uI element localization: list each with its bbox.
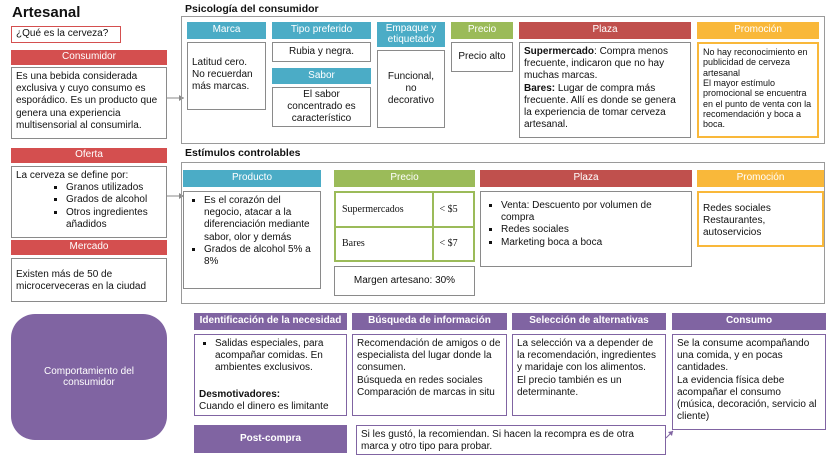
consumo-text-1: Se la consume acompañando una comida, y … bbox=[677, 338, 810, 374]
psicologia-frame bbox=[181, 16, 825, 144]
promocion-estimulos-header: Promoción bbox=[697, 170, 824, 187]
oferta-list: Granos utilizados Grados de alcohol Otro… bbox=[16, 182, 162, 231]
busqueda-box: Recomendación de amigos o de especialist… bbox=[352, 334, 507, 416]
consumidor-header: Consumidor bbox=[11, 50, 167, 65]
desmotivadores-text: Cuando el dinero es limitante bbox=[199, 400, 329, 412]
postcompra-text: Si les gustó, la recomiendan. Si hacen l… bbox=[356, 425, 666, 455]
table-row: Bares < $7 bbox=[334, 225, 476, 262]
estimulos-frame bbox=[181, 162, 825, 304]
oferta-box: La cerveza se define por: Granos utiliza… bbox=[11, 166, 167, 238]
busqueda-text-2: Búsqueda en redes sociales bbox=[357, 374, 483, 386]
producto-header: Producto bbox=[183, 170, 321, 187]
marca-text: Latitud cero. No recuerdan más marcas. bbox=[187, 42, 266, 110]
comportamiento-box: Comportamiento del consumidor bbox=[11, 314, 167, 440]
precio-header: Precio bbox=[451, 22, 513, 39]
consumo-header: Consumo bbox=[672, 313, 826, 330]
supermercado-text: : Compra menos frecuente, indicaron que … bbox=[524, 46, 668, 82]
consumo-text-2: La evidencia física debe acompañar el co… bbox=[677, 374, 817, 423]
tipo-header: Tipo preferido bbox=[272, 22, 371, 39]
mercado-text: Existen más de 50 de microcerveceras en … bbox=[11, 258, 167, 302]
table-row: Supermercados < $5 bbox=[334, 191, 476, 228]
busqueda-header: Búsqueda de información bbox=[352, 313, 507, 330]
list-item: Salidas especiales, para acompañar comid… bbox=[215, 338, 342, 375]
identificacion-list: Salidas especiales, para acompañar comid… bbox=[199, 338, 342, 375]
question-box: ¿Qué es la cerveza? bbox=[11, 26, 121, 43]
plaza-header: Plaza bbox=[519, 22, 691, 39]
list-item: Redes sociales bbox=[501, 224, 687, 236]
list-item: Otros ingredientes añadidos bbox=[66, 207, 162, 231]
precio-table: Supermercados < $5 Bares < $7 bbox=[334, 191, 476, 262]
oferta-intro: La cerveza se define por: bbox=[16, 170, 129, 181]
precio-row-label: Supermercados bbox=[334, 191, 434, 228]
precio-row-label: Bares bbox=[334, 225, 434, 262]
precio-text: Precio alto bbox=[451, 42, 513, 72]
marca-header: Marca bbox=[187, 22, 266, 39]
page-title: Artesanal bbox=[12, 4, 81, 21]
producto-list: Es el corazón del negocio, atacar a la d… bbox=[188, 195, 316, 268]
estimulos-title: Estímulos controlables bbox=[185, 147, 301, 159]
precio-estimulos-header: Precio bbox=[334, 170, 475, 187]
margen-text: Margen artesano: 30% bbox=[334, 266, 475, 296]
seleccion-box: La selección va a depender de la recomen… bbox=[512, 334, 666, 416]
busqueda-text-1: Recomendación de amigos o de especialist… bbox=[357, 338, 501, 374]
promocion-box: No hay reconocimiento en publicidad de c… bbox=[697, 42, 819, 138]
consumidor-text: Es una bebida considerada exclusiva y cu… bbox=[11, 67, 167, 139]
plaza-list: Venta: Descuento por volumen de compra R… bbox=[485, 200, 687, 249]
bares-label: Bares: bbox=[524, 82, 556, 94]
list-item: Grados de alcohol bbox=[66, 194, 162, 206]
promocion-header: Promoción bbox=[697, 22, 819, 39]
busqueda-text-3: Comparación de marcas in situ bbox=[357, 386, 495, 398]
list-item: Granos utilizados bbox=[66, 182, 162, 194]
empaque-text: Funcional, no decorativo bbox=[377, 50, 445, 128]
tipo-text: Rubia y negra. bbox=[272, 42, 371, 62]
sabor-header: Sabor bbox=[272, 68, 371, 84]
consumo-box: Se la consume acompañando una comida, y … bbox=[672, 334, 826, 430]
promocion-text-1: No hay reconocimiento en publicidad de c… bbox=[703, 47, 808, 78]
postcompra-header: Post-compra bbox=[194, 425, 347, 453]
bares-text: Lugar de compra más frecuente. Allí es d… bbox=[524, 82, 676, 131]
supermercado-label: Supermercado bbox=[524, 46, 595, 57]
list-item: Venta: Descuento por volumen de compra bbox=[501, 200, 687, 224]
precio-row-value: < $5 bbox=[431, 191, 476, 228]
empaque-header: Empaque y etiquetado bbox=[377, 22, 445, 47]
desmotivadores-label: Desmotivadores: bbox=[199, 388, 281, 400]
list-item: Es el corazón del negocio, atacar a la d… bbox=[204, 195, 316, 244]
mercado-header: Mercado bbox=[11, 240, 167, 255]
list-item: Grados de alcohol 5% a 8% bbox=[204, 244, 316, 268]
identificacion-box: Salidas especiales, para acompañar comid… bbox=[194, 334, 347, 416]
identificacion-header: Identificación de la necesidad bbox=[194, 313, 347, 330]
sabor-text: El sabor concentrado es característico bbox=[272, 87, 371, 127]
oferta-header: Oferta bbox=[11, 148, 167, 163]
plaza-estimulos-header: Plaza bbox=[480, 170, 692, 187]
precio-row-value: < $7 bbox=[431, 225, 476, 262]
promocion-estimulos-text: Redes sociales Restaurantes, autoservici… bbox=[697, 191, 824, 247]
seleccion-header: Selección de alternativas bbox=[512, 313, 666, 330]
plaza-box: Supermercado: Compra menos frecuente, in… bbox=[519, 42, 691, 138]
postcompra-arrow bbox=[665, 430, 674, 439]
psicologia-title: Psicología del consumidor bbox=[185, 3, 319, 15]
plaza-estimulos-box: Venta: Descuento por volumen de compra R… bbox=[480, 191, 692, 267]
list-item: Marketing boca a boca bbox=[501, 237, 687, 249]
seleccion-text-1: La selección va a depender de la recomen… bbox=[517, 338, 656, 374]
producto-box: Es el corazón del negocio, atacar a la d… bbox=[183, 191, 321, 289]
promocion-text-2: El mayor estímulo promocional se encuent… bbox=[703, 78, 812, 130]
seleccion-text-2: El precio también es un determinante. bbox=[517, 374, 622, 398]
